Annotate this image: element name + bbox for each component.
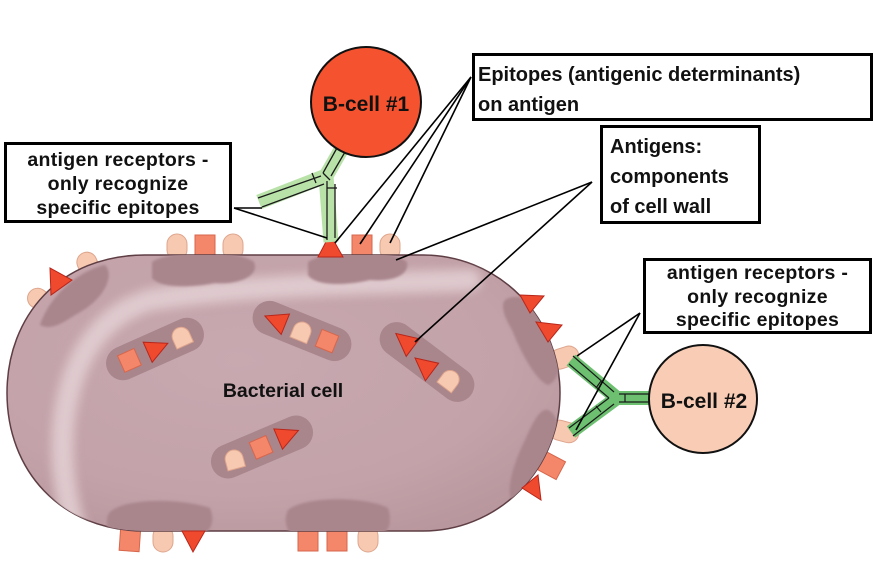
epitope-triangle bbox=[519, 294, 546, 314]
b-cell-1-receptor bbox=[256, 146, 348, 243]
leader-line bbox=[575, 312, 641, 431]
epitope-triangle bbox=[394, 332, 421, 358]
epitope-triangle bbox=[181, 530, 206, 554]
leader-line bbox=[389, 76, 472, 244]
b-cell-2-label: B-cell #2 bbox=[661, 390, 747, 413]
callout-line: only recognize bbox=[47, 173, 189, 195]
epitope-triangle bbox=[263, 313, 291, 336]
receptor-bridge bbox=[311, 172, 317, 184]
callout-epitopes: Epitopes (antigenic determinants) on ant… bbox=[472, 53, 873, 121]
receptor-chain bbox=[330, 151, 346, 177]
antigen-patch bbox=[285, 499, 390, 531]
epitope-rounded bbox=[436, 370, 460, 394]
receptor-bridge bbox=[595, 405, 602, 413]
epitope-square bbox=[314, 328, 340, 354]
antigen-patch bbox=[308, 255, 408, 285]
leader-line bbox=[576, 312, 641, 357]
receptor-halo bbox=[256, 169, 329, 209]
b-cell-1-group: B-cell #1 bbox=[256, 46, 422, 243]
b-cell-1 bbox=[310, 46, 422, 158]
epitope-triangle bbox=[414, 357, 440, 382]
receptor-hinge bbox=[322, 172, 331, 181]
receptor-chain bbox=[261, 183, 325, 208]
callout-receptors-left: antigen receptors - only recognize speci… bbox=[4, 142, 232, 223]
leader-line bbox=[334, 76, 472, 244]
epitope-triangle bbox=[521, 474, 542, 501]
antigen-cluster bbox=[210, 415, 314, 479]
antigen-patch bbox=[40, 265, 109, 327]
leader-line bbox=[359, 76, 472, 245]
epitope-triangle bbox=[535, 321, 563, 343]
receptor-chain bbox=[572, 403, 615, 437]
epitope-rounded bbox=[224, 449, 247, 472]
bacterial-cell-label: Bacterial cell bbox=[223, 380, 343, 402]
receptor-chain bbox=[257, 175, 322, 199]
epitope-rounded bbox=[289, 321, 312, 345]
callout-line: specific epitopes bbox=[36, 197, 200, 219]
epitope-square bbox=[116, 347, 142, 373]
antigen-patch bbox=[152, 255, 256, 287]
antigen-cluster bbox=[106, 317, 204, 381]
b-cell-2-group: B-cell #2 bbox=[566, 344, 758, 454]
antigen-cluster bbox=[252, 300, 352, 362]
epitope-triangle bbox=[142, 341, 169, 364]
epitope-rounded bbox=[171, 326, 195, 350]
epitope-triangle bbox=[317, 232, 344, 258]
b-cell-1-label: B-cell #1 bbox=[323, 93, 410, 116]
antigen-cluster bbox=[379, 322, 475, 402]
callout-line: of cell wall bbox=[610, 196, 712, 218]
callout-receptors-right: antigen receptors - only recognize speci… bbox=[643, 258, 872, 334]
receptor-chain bbox=[572, 355, 615, 393]
antigen-patch bbox=[106, 500, 213, 531]
cell-highlight bbox=[51, 269, 481, 531]
leader-line bbox=[395, 181, 593, 261]
callout-line: Epitopes (antigenic determinants) bbox=[478, 64, 801, 86]
receptor-chain bbox=[568, 397, 610, 429]
surface-triangle-epitopes bbox=[49, 232, 563, 554]
callout-line: on antigen bbox=[478, 94, 580, 116]
callout-line: only recognize bbox=[687, 285, 828, 308]
callout-line: Antigens: bbox=[610, 136, 703, 158]
callout-line: specific epitopes bbox=[675, 309, 840, 331]
epitope-triangle bbox=[49, 267, 73, 296]
leader-line bbox=[414, 181, 593, 343]
receptor-bridge bbox=[595, 380, 602, 389]
callout-line: antigen receptors - bbox=[666, 262, 849, 284]
epitope-triangle bbox=[273, 428, 300, 451]
b-cell-2 bbox=[648, 344, 758, 454]
receptor-chain bbox=[322, 147, 338, 174]
bacterial-cell: Bacterial cell bbox=[6, 254, 561, 532]
leader-lines bbox=[233, 76, 641, 431]
epitope-square bbox=[248, 434, 274, 460]
callout-antigens: Antigens: components of cell wall bbox=[600, 125, 761, 224]
callout-line: antigen receptors - bbox=[27, 149, 209, 171]
receptor-chain bbox=[568, 363, 610, 399]
callout-line: components bbox=[610, 166, 729, 188]
leader-line bbox=[233, 207, 328, 239]
